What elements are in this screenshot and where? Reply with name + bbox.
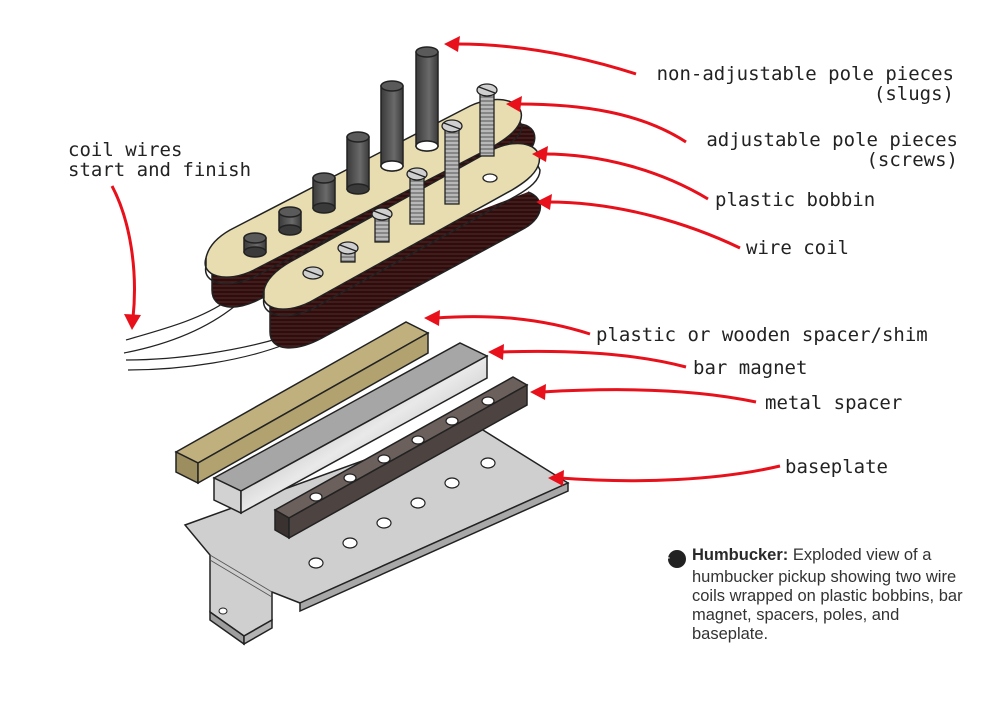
label-metal-spacer: metal spacer [765,392,903,414]
left-arrow-circle-icon: ← [660,550,686,568]
label-non-adjustable-line2: (slugs) [873,83,954,105]
figure-caption: ← Humbucker: Exploded view of a humbucker… [660,546,968,644]
label-non-adjustable-pole-pieces: non-adjustable pole pieces (slugs) [600,64,954,104]
arrow-baseplate [559,464,781,483]
label-baseplate: baseplate [785,456,888,478]
arrow-metal-spacer [541,388,757,404]
arrow-coil-wires [110,185,136,319]
arrow-screws [517,102,687,144]
coil-wires [123,299,287,371]
arrow-wire-coil [547,200,741,250]
label-adjustable-pole-pieces: adjustable pole pieces (screws) [640,130,958,170]
spacer-shim [174,321,430,485]
caption-body: ← Humbucker: Exploded view of a humbucker… [660,546,968,644]
label-bar-magnet: bar magnet [693,357,808,379]
caption-title: Humbucker: [692,546,789,564]
label-adjustable-line1: adjustable pole pieces [706,129,958,151]
label-non-adjustable-line1: non-adjustable pole pieces [656,63,954,85]
arrow-heads [124,36,564,486]
label-plastic-bobbin: plastic bobbin [715,189,876,211]
label-coil-wires-line1: coil wires [68,139,183,161]
bar-magnet [212,342,489,515]
screw-pole-pieces [302,83,498,280]
label-spacer-shim: plastic or wooden spacer/shim [596,324,928,346]
metal-spacer [273,376,529,540]
label-coil-wires-line2: start and finish [68,159,252,181]
arrow-bobbin [543,152,709,201]
slug-pole-pieces [243,46,439,258]
baseplate-holes [308,457,496,569]
front-bobbin [262,142,542,349]
leader-arrows [110,42,781,483]
label-coil-wires: coil wires start and finish [68,140,251,180]
label-wire-coil: wire coil [746,237,849,259]
caption-text: Exploded view of a humbucker pickup show… [692,546,963,643]
arrow-shim [435,315,591,336]
baseplate [183,421,570,646]
arrow-magnet [499,349,687,369]
arrow-slugs [455,42,637,76]
label-adjustable-line2: (screws) [866,149,958,171]
